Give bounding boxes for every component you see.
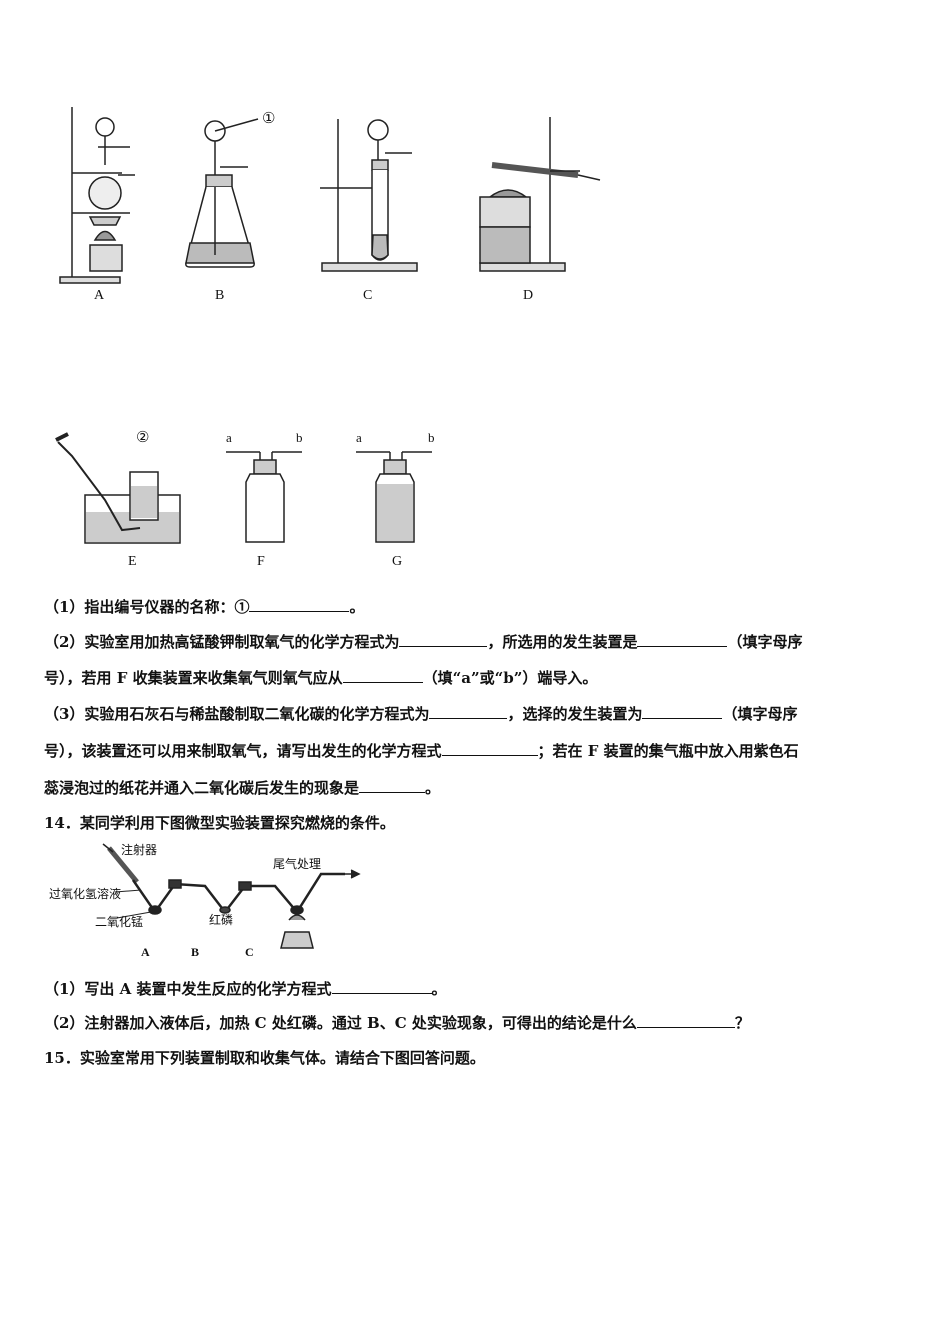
answer-blank[interactable] [441, 741, 538, 756]
label-g: G [392, 554, 402, 569]
label-mno2: 二氧化锰 [95, 914, 143, 929]
apparatus-figure-top: ① A B C D [59, 107, 601, 303]
q13-part2-line2: 号），若用 F 收集装置来收集氧气则氧气应从（填“a”或“b”）端导入。 [44, 668, 598, 687]
answer-blank[interactable] [359, 778, 426, 793]
label-b: B [191, 945, 199, 959]
answer-blank[interactable] [399, 632, 488, 647]
q13-part3-line2: 号），该装置还可以用来制取氧气，请写出发生的化学方程式；若在 F 装置的集气瓶中… [44, 741, 799, 760]
q14-title: 14．某同学利用下图微型实验装置探究燃烧的条件。 [44, 814, 395, 832]
q13-part3-line1: （3）实验用石灰石与稀盐酸制取二氧化碳的化学方程式为，选择的发生装置为（填字母序 [44, 704, 798, 723]
label-f: F [257, 554, 265, 569]
port-a-g: a [356, 430, 362, 445]
label-syringe: 注射器 [121, 842, 157, 857]
label-d: D [523, 288, 533, 303]
q13-part3-line3: 蕊浸泡过的纸花并通入二氧化碳后发生的现象是。 [44, 778, 441, 797]
answer-blank[interactable] [331, 979, 432, 994]
apparatus-f [226, 451, 302, 543]
label-a: A [141, 945, 150, 959]
port-b-g: b [428, 430, 435, 445]
apparatus-g [356, 451, 432, 543]
apparatus-a [59, 107, 135, 284]
answer-blank[interactable] [637, 632, 728, 647]
answer-blank[interactable] [342, 668, 423, 683]
q13-part2-line1: （2）实验室用加热高锰酸钾制取氧气的化学方程式为，所选用的发生装置是（填字母序 [44, 632, 803, 651]
answer-blank[interactable] [429, 704, 508, 719]
answer-blank[interactable] [636, 1013, 735, 1028]
micro-apparatus-figure: 注射器 过氧化氢溶液 二氧化锰 红磷 尾气处理 A B C [49, 842, 361, 959]
label-b: B [215, 288, 224, 303]
port-a-f: a [226, 430, 232, 445]
label-a: A [94, 288, 105, 303]
label-h2o2: 过氧化氢溶液 [49, 886, 121, 901]
label-e: E [128, 554, 137, 569]
label-c: C [363, 288, 372, 303]
q13-part1: （1）指出编号仪器的名称：①。 [44, 597, 365, 616]
answer-blank[interactable] [642, 704, 723, 719]
marker-1: ① [262, 111, 275, 127]
q15-title: 15．实验室常用下列装置制取和收集气体。请结合下图回答问题。 [44, 1049, 485, 1067]
q14-part1: （1）写出 A 装置中发生反应的化学方程式。 [44, 979, 447, 998]
answer-blank[interactable] [249, 597, 350, 612]
port-b-f: b [296, 430, 303, 445]
label-c: C [245, 945, 254, 959]
apparatus-c [320, 119, 418, 272]
apparatus-figure-mid: ② a b a b E F G [55, 430, 435, 569]
label-tail: 尾气处理 [273, 856, 321, 871]
apparatus-b [185, 118, 259, 268]
q14-part2: （2）注射器加入液体后，加热 C 处红磷。通过 B、C 处实验现象，可得出的结论… [44, 1013, 750, 1032]
label-phosphorus: 红磷 [209, 912, 233, 927]
marker-2: ② [136, 430, 149, 446]
apparatus-e [55, 432, 181, 544]
apparatus-d [479, 117, 601, 272]
